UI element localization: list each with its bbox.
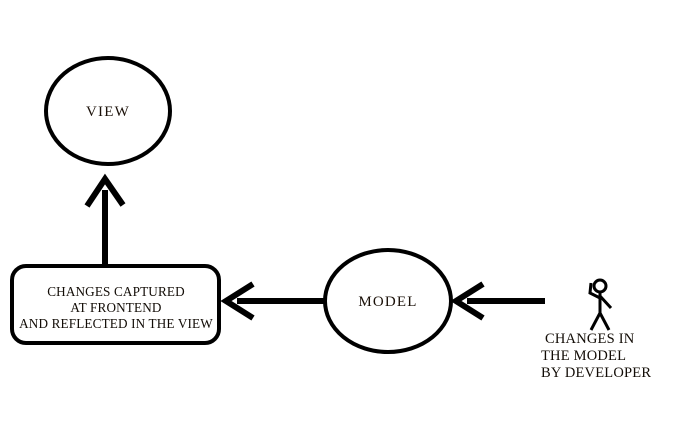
stick-figure-left-arm (588, 282, 601, 300)
developer-stick-figure[interactable] (588, 278, 613, 331)
view-ellipse (44, 56, 172, 166)
arrow-developer-to-model (450, 281, 545, 321)
stick-figure-left-leg (589, 312, 602, 331)
developer-caption-line-1: CHANGES IN (545, 331, 635, 347)
developer-caption-line-3: BY DEVELOPER (541, 365, 651, 381)
developer-caption: CHANGES IN THE MODEL BY DEVELOPER (541, 331, 651, 381)
view-label: VIEW (86, 104, 130, 120)
developer-caption-line-2: THE MODEL (541, 348, 626, 364)
node-view[interactable]: VIEW (44, 56, 172, 166)
node-changes-captured-box[interactable]: CHANGES CAPTURED AT FRONTEND AND REFLECT… (10, 264, 221, 345)
arrow-box-to-view-head (84, 173, 126, 208)
changes-box-line-3: AND REFLECTED IN THE VIEW (19, 316, 213, 331)
changes-box-line-1: CHANGES CAPTURED (47, 284, 185, 299)
arrow-developer-to-model-head (450, 281, 485, 321)
stick-figure-head-icon (592, 278, 608, 294)
arrow-model-to-box (220, 281, 325, 321)
changes-box-line-2: AT FRONTEND (70, 300, 161, 315)
arrow-model-to-box-head (220, 281, 255, 321)
changes-box-outline (10, 264, 221, 345)
stick-figure-right-leg (598, 312, 611, 331)
arrow-box-to-view (84, 173, 126, 266)
model-label: MODEL (358, 294, 417, 310)
node-model[interactable]: MODEL (323, 248, 453, 354)
stick-figure-right-arm (598, 294, 613, 310)
